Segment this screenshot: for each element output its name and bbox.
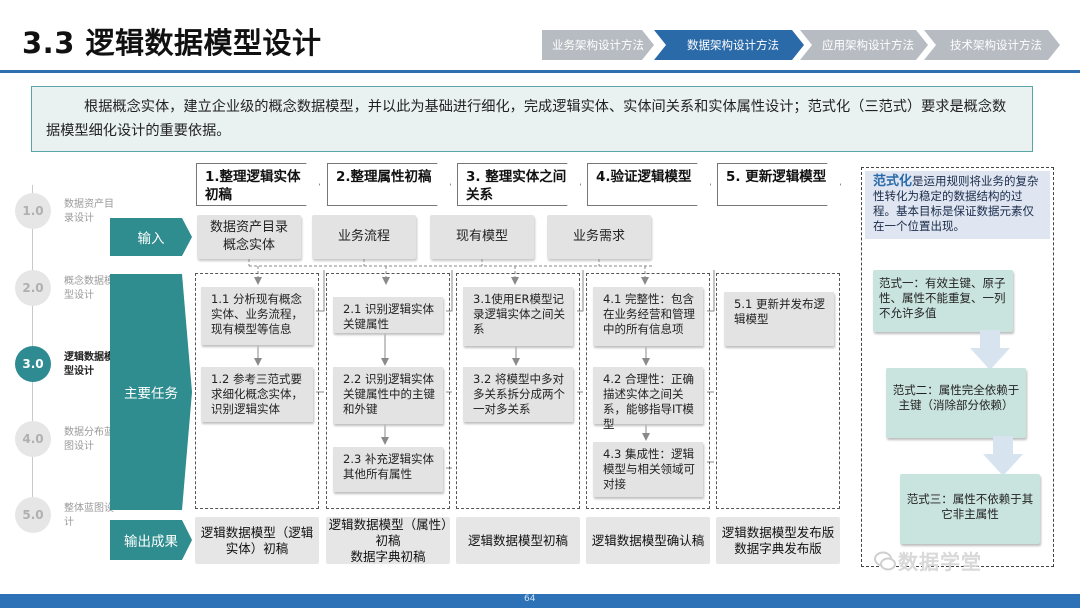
phase-2-circle[interactable]: 2.0 xyxy=(15,270,51,306)
task-4-3: 4.3 集成性：逻辑模型与相关领域可对接 xyxy=(593,442,703,497)
phase-5-circle[interactable]: 5.0 xyxy=(15,497,51,533)
output-5: 逻辑数据模型发布版 数据字典发布版 xyxy=(716,517,840,564)
normalization-definition: 范式化是运用规则将业务的复杂性转化为稳定的数据结构的过程。基本目标是保证数据元素… xyxy=(865,171,1050,239)
input-business-process: 业务流程 xyxy=(312,215,416,259)
task-2-1: 2.1 识别逻辑实体关键属性 xyxy=(333,297,443,333)
output-4: 逻辑数据模型确认稿 xyxy=(586,517,710,564)
wechat-icon xyxy=(874,551,896,571)
title-underline xyxy=(0,70,1080,73)
normalization-panel xyxy=(861,167,1054,567)
row-tag-tasks: 主要任务 xyxy=(110,274,192,510)
task-column-4 xyxy=(586,273,710,509)
input-business-requirements: 业务需求 xyxy=(547,215,651,259)
input-asset-catalog: 数据资产目录 概念实体 xyxy=(197,215,301,259)
step-3-header: 3. 整理实体之间关系 xyxy=(457,163,581,206)
nav-application-architecture[interactable]: 应用架构设计方法 xyxy=(800,30,928,60)
normal-form-2: 范式二：属性完全依赖于主键（消除部分依赖） xyxy=(886,368,1026,438)
step-5-header: 5. 更新逻辑模型 xyxy=(717,163,841,206)
normal-form-3: 范式三：属性不依赖于其它非主属性 xyxy=(900,474,1040,544)
watermark-text: 数据学堂 xyxy=(898,550,982,574)
task-column-5 xyxy=(716,273,840,509)
normalization-description: 是运用规则将业务的复杂性转化为稳定的数据结构的过程。基本目标是保证数据元素仅在一… xyxy=(873,174,1039,233)
phase-1-circle[interactable]: 1.0 xyxy=(15,193,51,229)
task-3-1: 3.1使用ER模型记录逻辑实体之间关系 xyxy=(463,287,573,346)
step-4-header: 4.验证逻辑模型 xyxy=(587,163,711,206)
footer-bar xyxy=(0,594,1080,608)
phase-1-label: 数据资产目录设计 xyxy=(64,199,114,224)
task-2-2: 2.2 识别逻辑实体关键属性中的主键和外键 xyxy=(333,367,443,424)
task-column-1 xyxy=(195,273,319,509)
step-2-header: 2.整理属性初稿 xyxy=(327,163,451,206)
down-arrow-icon xyxy=(970,330,1010,370)
nav-technology-architecture[interactable]: 技术架构设计方法 xyxy=(924,30,1060,60)
task-4-1: 4.1 完整性：包含在业务经营和管理中的所有信息项 xyxy=(593,287,703,346)
phase-4-label: 数据分布蓝图设计 xyxy=(64,427,114,452)
task-2-3: 2.3 补充逻辑实体其他所有属性 xyxy=(333,447,443,492)
task-1-2: 1.2 参考三范式要求细化概念实体，识别逻辑实体 xyxy=(201,367,313,422)
output-1: 逻辑数据模型（逻辑实体）初稿 xyxy=(195,517,319,564)
down-arrow-icon xyxy=(983,436,1023,476)
intro-box: 根据概念实体，建立企业级的概念数据模型，并以此为基础进行细化，完成逻辑实体、实体… xyxy=(31,86,1033,152)
output-2: 逻辑数据模型（属性）初稿 数据字典初稿 xyxy=(326,517,450,564)
input-existing-model: 现有模型 xyxy=(430,215,534,259)
nav-business-architecture[interactable]: 业务架构设计方法 xyxy=(542,30,654,60)
output-3: 逻辑数据模型初稿 xyxy=(456,517,580,564)
phase-5-label: 整体蓝图设计 xyxy=(64,503,114,528)
task-1-1: 1.1 分析现有概念实体、业务流程，现有模型等信息 xyxy=(201,287,313,345)
task-4-2: 4.2 合理性：正确描述实体之间关系，能够指导IT模型 xyxy=(593,367,703,431)
phase-2-label: 概念数据模型设计 xyxy=(64,276,114,301)
step-1-header: 1.整理逻辑实体初稿 xyxy=(196,163,320,206)
page-title: 3.3 逻辑数据模型设计 xyxy=(22,26,322,60)
phase-3-label: 逻辑数据模型设计 xyxy=(64,352,114,377)
task-3-2: 3.2 将模型中多对多关系拆分成两个一对多关系 xyxy=(463,367,573,422)
task-column-3 xyxy=(456,273,580,509)
nav-data-architecture[interactable]: 数据架构设计方法 xyxy=(654,30,804,60)
normal-form-1: 范式一：有效主键、原子性、属性不能重复、一列不允许多值 xyxy=(873,270,1013,332)
row-tag-input: 输入 xyxy=(110,218,192,256)
normalization-keyword: 范式化 xyxy=(873,174,913,189)
phase-4-circle[interactable]: 4.0 xyxy=(15,421,51,457)
phase-3-circle[interactable]: 3.0 xyxy=(15,346,51,382)
page-number: 64 xyxy=(524,594,536,604)
task-column-2 xyxy=(326,273,450,509)
task-5-1: 5.1 更新并发布逻辑模型 xyxy=(724,292,834,346)
row-tag-output: 输出成果 xyxy=(110,520,192,560)
